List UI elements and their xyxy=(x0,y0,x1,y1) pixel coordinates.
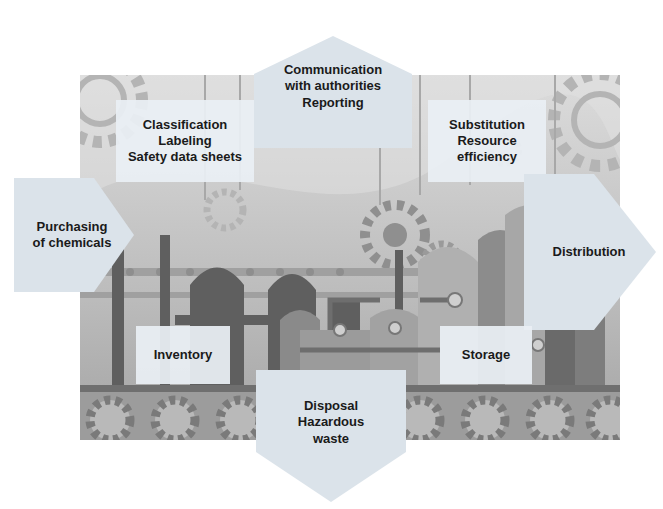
node-label: Substitution xyxy=(449,117,525,133)
topic-box: Inventory xyxy=(136,326,230,384)
arrow-fill xyxy=(256,370,406,502)
node-label: Storage xyxy=(462,347,510,363)
flow-arrow: DisposalHazardous waste xyxy=(256,370,406,502)
node-label: Distribution xyxy=(553,244,626,260)
arrow-fill xyxy=(524,174,656,330)
node-label: Disposal xyxy=(304,398,358,414)
arrow-fill xyxy=(254,36,412,148)
topic-box: Storage xyxy=(440,326,532,384)
node-label: Purchasing of chemicals xyxy=(32,219,112,252)
topic-box: ClassificationLabelingSafety data sheets xyxy=(116,100,254,182)
node-label: Safety data sheets xyxy=(128,149,242,165)
flow-arrow: Purchasing of chemicals xyxy=(14,178,134,292)
arrow-fill xyxy=(14,178,134,292)
node-label: Resource efficiency xyxy=(437,133,537,166)
flow-arrow: Communication with authoritiesReporting xyxy=(254,36,412,148)
node-label: Hazardous waste xyxy=(285,414,377,447)
node-label: Labeling xyxy=(158,133,211,149)
flow-arrow: Distribution xyxy=(524,174,656,330)
node-label: Reporting xyxy=(302,95,363,111)
node-label: Inventory xyxy=(154,347,213,363)
node-label: Communication with authorities xyxy=(279,62,387,95)
node-label: Classification xyxy=(143,117,228,133)
topic-box: SubstitutionResource efficiency xyxy=(428,100,546,182)
